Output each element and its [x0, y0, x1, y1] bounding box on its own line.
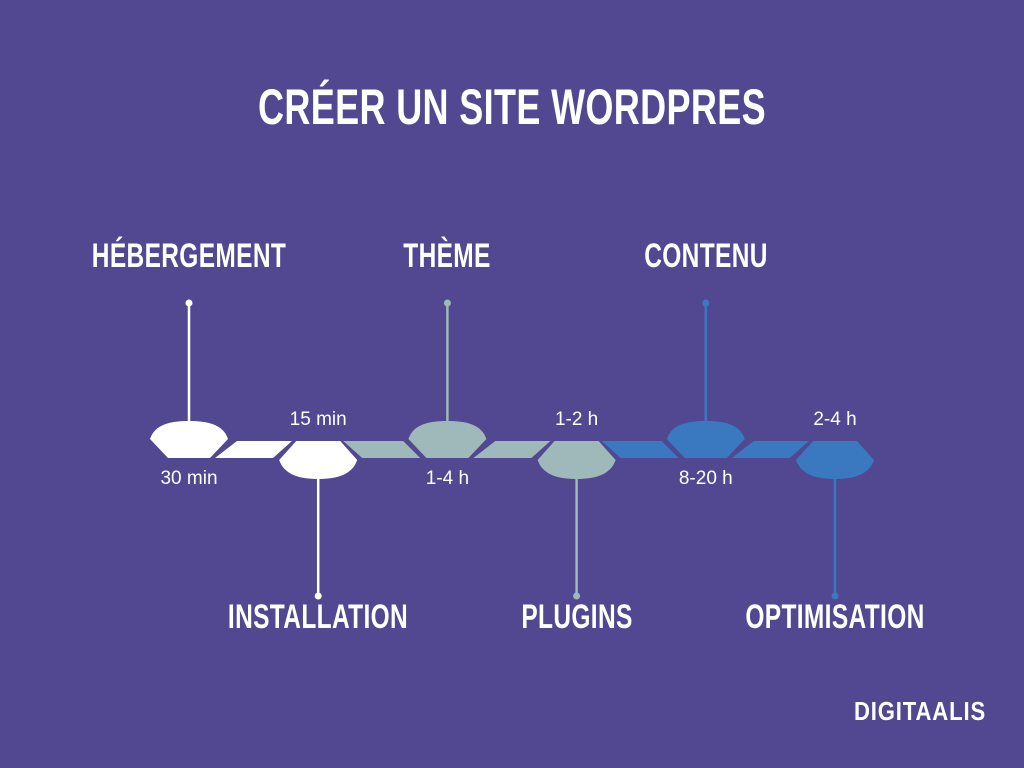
digitaalis-logo: DIGITAALIS [853, 696, 987, 726]
step-node [408, 421, 487, 458]
step-duration: 15 min [289, 409, 347, 430]
connector [343, 441, 421, 458]
step-label: CONTENU [644, 237, 768, 275]
step-node [796, 441, 874, 479]
step-label: PLUGINS [520, 598, 633, 636]
stem-dot [185, 299, 193, 307]
step-node [150, 421, 228, 458]
step-duration: 30 min [160, 468, 218, 489]
step-label: OPTIMISATION [745, 598, 925, 636]
connector [215, 441, 292, 458]
connector [731, 441, 809, 458]
stem-dot [573, 592, 581, 600]
stem-dot [831, 592, 839, 600]
step-duration: 1-4 h [425, 468, 470, 489]
step-duration: 2-4 h [813, 409, 857, 430]
stem-dot [702, 299, 710, 307]
step-duration: 8-20 h [678, 468, 733, 489]
stem-dot [314, 592, 322, 600]
step-node [666, 421, 745, 458]
step-node [537, 441, 616, 479]
page-title: CRÉER UN SITE WORDPRES [258, 79, 766, 135]
step-label: THÈME [403, 237, 492, 275]
step-label: INSTALLATION [228, 598, 409, 636]
stem-dot [443, 299, 451, 307]
step-node [279, 441, 358, 479]
connector [473, 441, 551, 458]
step-label: HÉBERGEMENT [91, 237, 287, 275]
step-duration: 1-2 h [554, 409, 599, 430]
connector [601, 441, 679, 458]
